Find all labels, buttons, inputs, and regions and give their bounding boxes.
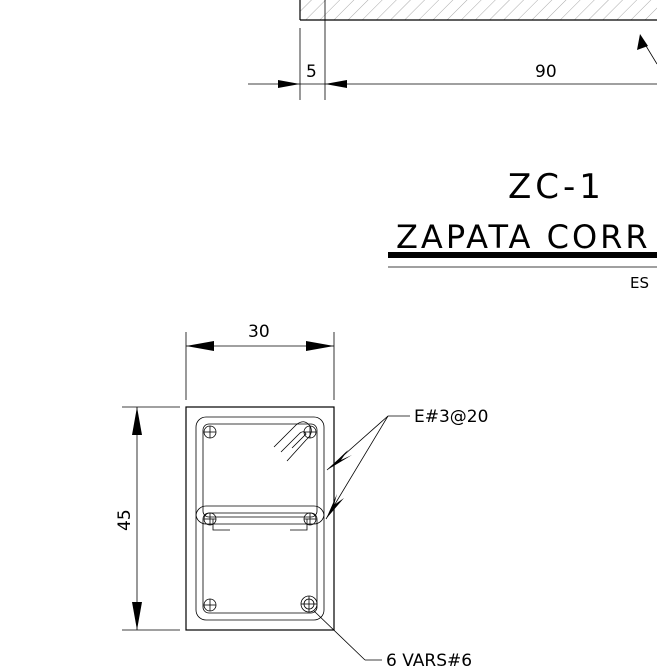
rebar-bar	[303, 512, 317, 526]
stirrup-label: E#3@20	[414, 407, 488, 427]
rebar-bar	[203, 598, 217, 612]
dim-width-label: 30	[248, 322, 270, 342]
title-name: ZAPATA CORR	[396, 218, 651, 256]
stirrup-outer-bottom	[195, 505, 325, 621]
rebar-bar	[303, 425, 317, 439]
dim-5-label: 5	[306, 62, 317, 82]
rebar-bars	[203, 425, 318, 613]
arrowhead-width-right	[306, 341, 334, 351]
arrowhead-5-left	[325, 80, 347, 88]
stirrup-hook-top-inner	[280, 431, 307, 453]
bars-leader	[313, 610, 382, 661]
crosstie-hook-right	[290, 519, 308, 531]
section-detail: 30 45	[115, 322, 488, 669]
dim-height-label: 45	[115, 509, 135, 531]
leader-arrowhead-lower	[326, 494, 344, 519]
title-block: ZC-1 ZAPATA CORR ES	[388, 167, 657, 292]
scale-label: ES	[630, 274, 649, 292]
rebar-bar	[203, 425, 217, 439]
title-underline-thick	[388, 252, 657, 258]
stirrup-inner-bottom	[202, 512, 318, 614]
rebar-bar	[300, 595, 318, 613]
arrowhead-5-right	[278, 80, 300, 88]
stirrup-inner-top	[202, 423, 318, 518]
top-footing-detail: 5 90	[248, 0, 657, 100]
leader-arrowhead-top-right	[637, 34, 648, 50]
arrowhead-width-left	[186, 341, 214, 351]
stirrup-outer-top	[195, 416, 325, 525]
beam-outline	[185, 406, 335, 631]
crosstie-hook-left	[212, 519, 230, 531]
bars-label: 6 VARS#6	[386, 651, 472, 669]
title-code: ZC-1	[508, 167, 605, 207]
leader-arrowhead-upper	[327, 450, 352, 470]
stirrup-leader	[325, 415, 410, 520]
dim-90-label: 90	[535, 62, 557, 82]
arrowhead-height-top	[132, 407, 142, 435]
hatched-footing	[300, 0, 657, 20]
rebar-bar	[203, 512, 217, 526]
arrowhead-height-bottom	[132, 602, 142, 630]
